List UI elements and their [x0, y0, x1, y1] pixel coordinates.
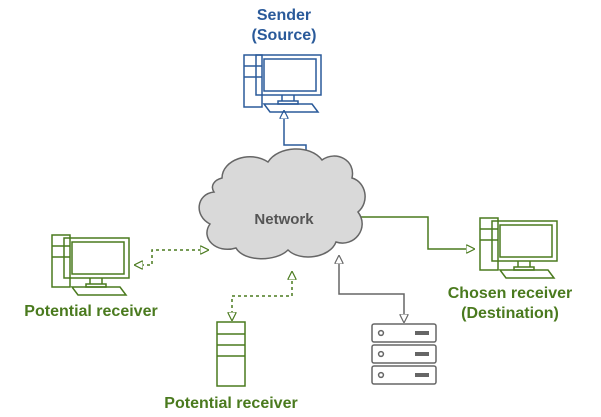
server-rack-icon [371, 323, 437, 385]
chosen-receiver-label: Chosen receiver (Destination) [430, 284, 590, 324]
chosen-receiver-label-line2: (Destination) [461, 305, 559, 322]
sender-label-line2: (Source) [251, 27, 317, 44]
cloud-icon [198, 148, 366, 260]
network-label: Network [254, 211, 314, 228]
edge-network-chosen-receiver [351, 217, 474, 249]
potential-receiver-left-computer-icon [51, 234, 130, 296]
sender-label-line1: Sender [256, 7, 312, 24]
sender-label: Sender (Source) [224, 6, 344, 46]
edge-network-potential-receiver-bottom [232, 272, 292, 320]
sender-computer-icon [243, 54, 322, 113]
potential-receiver-bottom-tower-icon [216, 321, 246, 387]
edge-network-potential-receiver-left [135, 250, 208, 265]
potential-receiver-bottom-label: Potential receiver [164, 395, 298, 412]
edge-network-server [339, 256, 404, 322]
potential-receiver-left-label: Potential receiver [24, 303, 158, 320]
chosen-receiver-label-line1: Chosen receiver [447, 285, 573, 302]
chosen-receiver-computer-icon [479, 217, 558, 279]
